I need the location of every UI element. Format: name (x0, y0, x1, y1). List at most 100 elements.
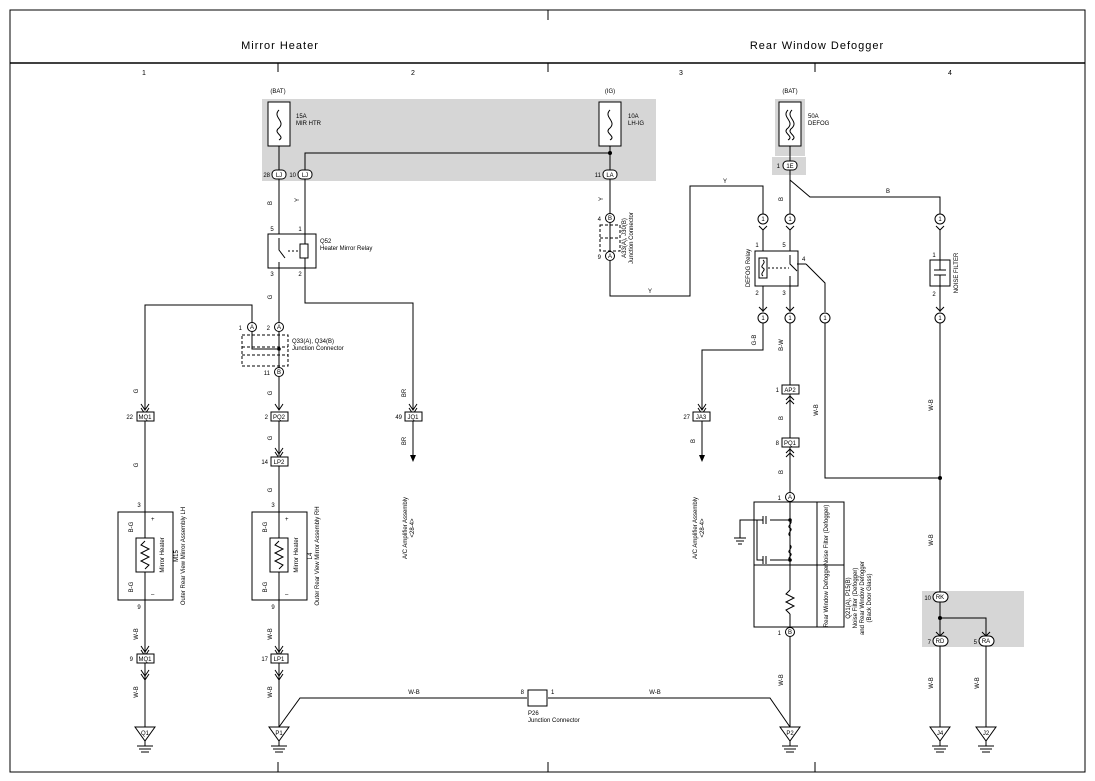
svg-text:+: + (151, 517, 155, 523)
connector-lp1-17: 17 LP1 (261, 653, 289, 664)
svg-text:A: A (608, 254, 612, 260)
wire-wb-3: W-B (268, 628, 274, 640)
svg-text:Junction Connector: Junction Connector (528, 718, 580, 724)
svg-text:Q33(A), Q34(B): Q33(A), Q34(B) (292, 339, 334, 345)
svg-text:J2: J2 (983, 731, 990, 737)
svg-text:A/C Amplifier Assembly: A/C Amplifier Assembly (693, 497, 699, 559)
svg-text:(BAT): (BAT) (782, 89, 797, 95)
svg-text:DEFOG Relay: DEFOG Relay (746, 249, 752, 287)
junction-connector-a33: 4 B A33(A), J30(B) Junction Connector 9 … (598, 212, 635, 264)
svg-text:Rear Window Defogger: Rear Window Defogger (824, 565, 830, 627)
svg-text:1: 1 (778, 496, 782, 502)
svg-text:1: 1 (778, 631, 782, 637)
svg-text:<28-4>: <28-4> (410, 518, 416, 538)
svg-text:P2: P2 (786, 731, 794, 737)
junction-connector-p26: 8 1 P26 Junction Connector (521, 689, 580, 724)
svg-text:11: 11 (264, 371, 271, 377)
column-1: 1 (142, 70, 146, 77)
noise-filter: 1 2 NOISE FILTER (929, 252, 960, 298)
svg-text:AP2: AP2 (784, 388, 796, 394)
wire-b-4: B (691, 439, 697, 443)
connector-rd7: 7 RD (928, 635, 949, 647)
wire-b-2: B (779, 197, 785, 201)
svg-text:Outer Rear View Mirror Assembl: Outer Rear View Mirror Assembly LH (181, 507, 187, 605)
svg-text:7: 7 (928, 640, 932, 646)
connector-mq1-9: 9 MQ1 (130, 653, 155, 664)
svg-text:RD: RD (936, 639, 945, 645)
svg-text:B: B (277, 370, 281, 376)
svg-text:1: 1 (755, 243, 759, 249)
ground-j2: J2 (975, 726, 997, 753)
svg-text:NOISE FILTER: NOISE FILTER (954, 252, 960, 293)
svg-text:50A: 50A (808, 114, 819, 120)
connector-1e: 1 1E (777, 160, 798, 171)
svg-text:B: B (608, 216, 612, 222)
wire-b-6: B (779, 470, 785, 474)
svg-text:1: 1 (239, 326, 243, 332)
svg-text:1: 1 (932, 253, 936, 259)
wire-y-3: Y (648, 289, 652, 295)
svg-text:and Rear Window Defogger: and Rear Window Defogger (860, 561, 866, 635)
svg-text:PQ2: PQ2 (273, 415, 286, 421)
wire-b-5: B (779, 416, 785, 420)
svg-text:A: A (788, 495, 792, 501)
svg-text:+: + (285, 517, 289, 523)
svg-text:1: 1 (788, 316, 792, 322)
section-title-rear-window-defogger: Rear Window Defogger (750, 40, 884, 52)
inline-connector-relay-top: 1 1 1 (757, 213, 946, 231)
wire-b-1: B (268, 201, 274, 205)
svg-text:A: A (277, 325, 281, 331)
wire-wb-4: W-B (268, 686, 274, 698)
svg-text:(BAT): (BAT) (270, 89, 285, 95)
fuse-mir-htr: (BAT) 15A MIR HTR (267, 89, 322, 147)
wire-wb-11: W-B (929, 677, 935, 689)
svg-text:9: 9 (598, 255, 602, 261)
junction-block-shade (262, 99, 656, 181)
svg-text:10: 10 (924, 596, 931, 602)
svg-text:2: 2 (267, 326, 271, 332)
svg-text:B: B (788, 630, 792, 636)
svg-text:Junction Connector: Junction Connector (629, 212, 635, 264)
wire-g-6: G (268, 435, 274, 440)
svg-text:PQ1: PQ1 (784, 441, 797, 447)
svg-text:3: 3 (137, 503, 141, 509)
svg-text:Junction Connector: Junction Connector (292, 346, 344, 352)
svg-text:15A: 15A (296, 114, 307, 120)
connector-ap2-1: 1 AP2 (776, 384, 800, 395)
wire-wb-7: W-B (814, 404, 820, 416)
svg-text:2: 2 (932, 292, 936, 298)
svg-text:5: 5 (782, 243, 786, 249)
connector-lp2-14: 14 LP2 (261, 456, 289, 467)
svg-text:P1: P1 (275, 731, 283, 737)
svg-text:9: 9 (137, 605, 141, 611)
svg-text:A/C Amplifier Assembly: A/C Amplifier Assembly (403, 497, 409, 559)
wire-wb-9: W-B (929, 399, 935, 411)
svg-text:DEFOG: DEFOG (808, 121, 830, 127)
svg-text:1: 1 (788, 217, 792, 223)
svg-text:Q52: Q52 (320, 239, 332, 245)
svg-text:28: 28 (263, 173, 270, 179)
svg-text:RA: RA (982, 639, 990, 645)
svg-text:8: 8 (776, 441, 780, 447)
svg-text:Noise Filter (Defogger): Noise Filter (Defogger) (824, 505, 830, 566)
svg-text:–: – (151, 592, 155, 598)
svg-text:P26: P26 (528, 711, 539, 717)
svg-text:JA3: JA3 (696, 415, 707, 421)
inline-connector-relay-bottom: 1 1 1 1 (757, 306, 946, 324)
wire-bw-1: B-W (779, 339, 785, 351)
svg-text:M15: M15 (174, 550, 180, 562)
svg-text:3: 3 (271, 503, 275, 509)
wire-g-4: G (134, 462, 140, 467)
svg-text:J4: J4 (937, 731, 944, 737)
svg-text:9: 9 (271, 605, 275, 611)
ground-j4: J4 (929, 726, 951, 753)
wire-g-7: G (268, 487, 274, 492)
wire-br-2: BR (402, 436, 408, 445)
wire-br-1: BR (402, 388, 408, 397)
wire-y-2: Y (599, 197, 605, 201)
svg-text:Heater Mirror Relay: Heater Mirror Relay (320, 246, 372, 252)
svg-text:LJ: LJ (276, 173, 282, 179)
wire-y-1: Y (295, 198, 301, 202)
column-2: 2 (411, 70, 415, 77)
